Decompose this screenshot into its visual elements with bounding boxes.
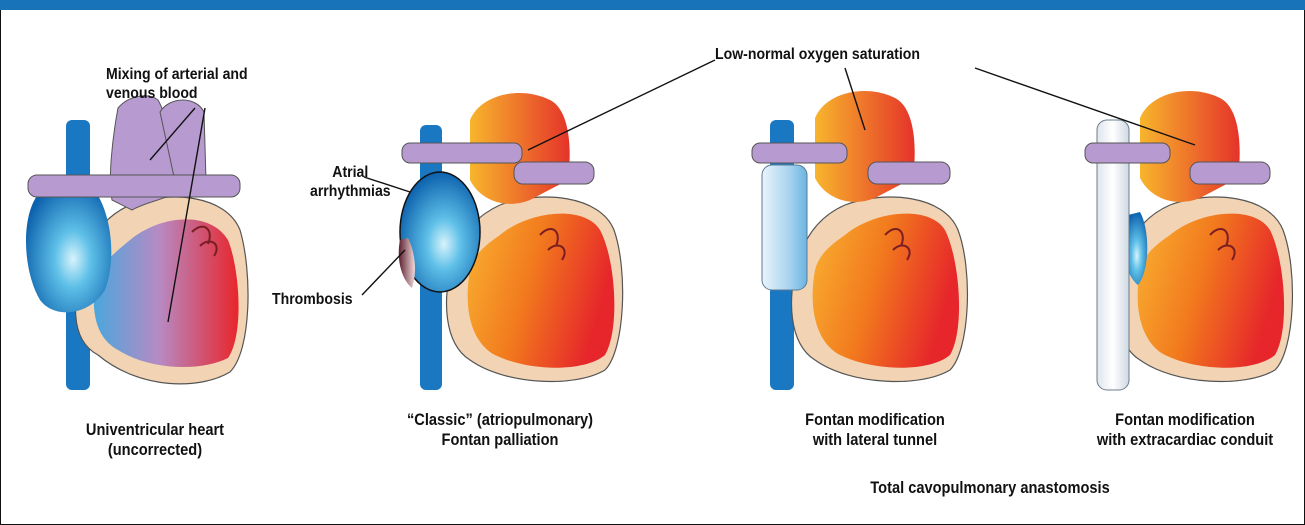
pulmonary-artery: [1085, 143, 1170, 163]
panel-lateral-tunnel: [752, 91, 967, 390]
caption-lateral-tunnel: Fontan modification with lateral tunnel: [785, 410, 966, 450]
pulmonary-artery: [752, 143, 847, 163]
right-atrium: [26, 179, 111, 312]
pulmonary-artery-right: [1190, 162, 1270, 184]
panel-extracardiac-conduit: [1085, 91, 1292, 390]
label-mixing: Mixing of arterial and venous blood: [106, 65, 248, 103]
pulmonary-branch: [28, 175, 240, 197]
pulmonary-artery-right: [514, 162, 594, 184]
label-total-cavopulmonary: Total cavopulmonary anastomosis: [865, 478, 1114, 498]
panel-classic-fontan: [399, 93, 623, 390]
caption-extracardiac: Fontan modification with extracardiac co…: [1082, 410, 1288, 450]
label-thrombosis: Thrombosis: [272, 290, 353, 309]
pulmonary-artery-right: [868, 162, 950, 184]
panel-univentricular-heart: [26, 96, 248, 390]
label-arrhythmias: Atrial arrhythmias: [310, 163, 391, 201]
leader-lines: [150, 60, 1195, 322]
pulmonary-artery: [402, 143, 522, 163]
caption-univentricular: Univentricular heart (uncorrected): [69, 420, 241, 460]
label-oxygen: Low-normal oxygen saturation: [715, 45, 920, 64]
lateral-tunnel: [762, 165, 807, 290]
leader-thrombosis: [362, 250, 405, 295]
caption-classic-fontan: “Classic” (atriopulmonary) Fontan pallia…: [401, 410, 599, 450]
